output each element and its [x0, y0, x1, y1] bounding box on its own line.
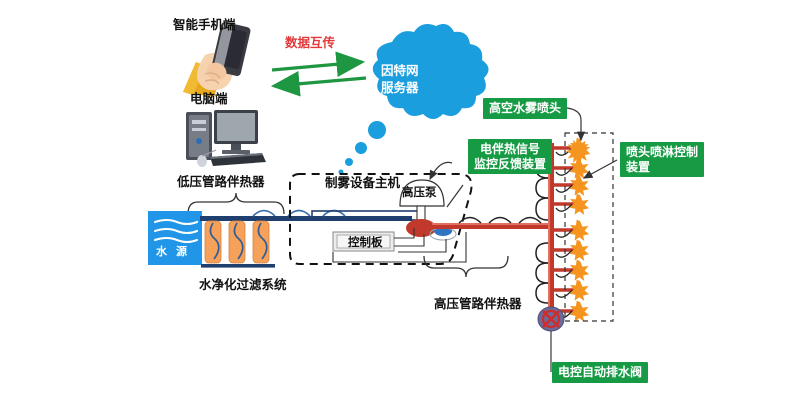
water-source-label: 水 源	[156, 246, 191, 258]
spray-zone-dashed-box	[564, 132, 614, 322]
low-pressure-pipe	[200, 209, 423, 221]
desktop-computer-icon	[186, 110, 266, 167]
water-filter-label: 水净化过滤系统	[199, 278, 287, 292]
phone-label: 智能手机端	[173, 18, 236, 32]
internet-cloud	[372, 24, 489, 119]
mist-host-boundary	[289, 173, 473, 265]
auto-drain-valve-label[interactable]: 电控自动排水阀	[552, 362, 649, 383]
smartphone-icon	[183, 22, 251, 97]
nozzle-spray-control-line2: 装置	[626, 159, 651, 174]
cloud-label-line2: 服务器	[381, 81, 419, 95]
heat-trace-monitor-label[interactable]: 电伴热信号监控反馈装置	[468, 139, 553, 175]
cloud-trail-dots	[338, 121, 386, 175]
water-filter-system-icon	[201, 220, 275, 268]
high-pressure-heater-label: 高压管路伴热器	[434, 297, 522, 311]
nozzle-array	[552, 137, 591, 322]
high-pressure-pipe	[432, 216, 554, 229]
cloud-label-line1: 因特网	[381, 64, 419, 78]
control-wires	[332, 228, 467, 263]
data-exchange-arrows	[270, 51, 367, 97]
control-board-box	[332, 231, 395, 252]
mist-host-label: 制雾设备主机	[325, 176, 401, 190]
pc-label: 电脑端	[190, 92, 228, 106]
high-altitude-nozzle-label[interactable]: 高空水雾喷头	[483, 98, 568, 119]
high-pressure-brace	[423, 255, 509, 278]
nozzle-spray-control-line1: 喷头喷淋控制	[626, 145, 699, 159]
water-source-box	[148, 211, 202, 265]
heat-trace-monitor-line1: 电伴热信号	[480, 142, 541, 156]
high-pressure-pump-label: 高压泵	[402, 187, 437, 199]
data-exchange-label: 数据互传	[285, 36, 336, 50]
nozzle-stars	[569, 137, 589, 322]
low-pressure-brace	[187, 192, 285, 215]
leader-lines	[429, 107, 618, 208]
nozzle-spray-control-label[interactable]: 喷头喷淋控制装置	[620, 142, 705, 178]
auto-drain-valve-icon	[537, 306, 565, 372]
heat-trace-monitor-line2: 监控反馈装置	[474, 156, 547, 171]
riser-heat-trace	[535, 157, 549, 304]
control-board-label: 控制板	[348, 237, 383, 249]
low-pressure-heater-label: 低压管路伴热器	[177, 175, 265, 189]
